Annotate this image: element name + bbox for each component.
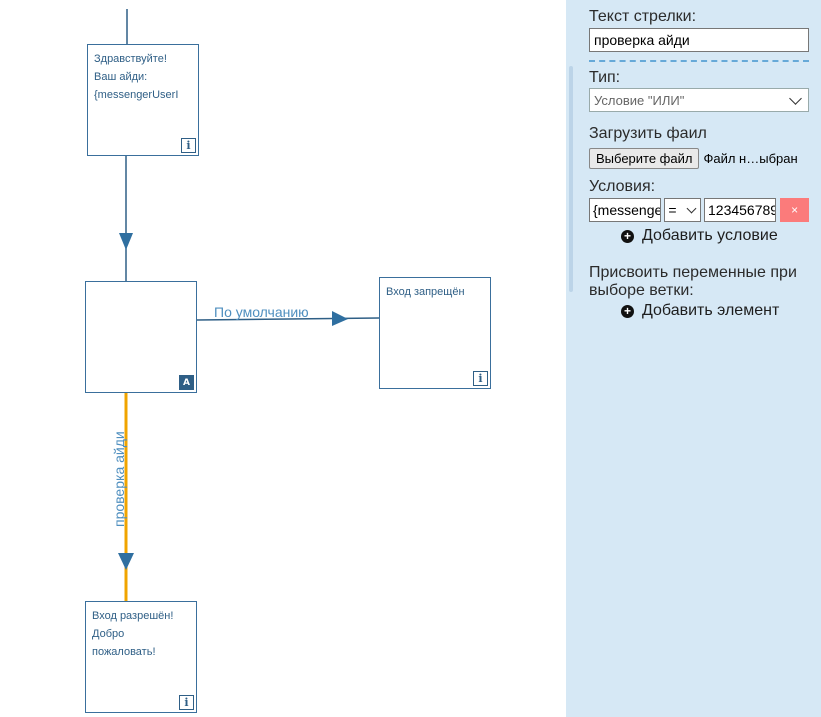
node-allowed[interactable]: Вход разрешён! Добро пожаловать! i xyxy=(85,601,197,713)
conditions-label: Условия: xyxy=(589,178,656,195)
condition-icon[interactable]: A xyxy=(179,375,194,390)
flow-canvas[interactable]: По умолчанию проверка айди Здравствуйте!… xyxy=(0,0,566,717)
plus-circle-icon: + xyxy=(621,229,634,243)
arrow-head-icon xyxy=(118,553,134,570)
type-select-value: Условие "ИЛИ" xyxy=(594,92,685,108)
choose-file-button[interactable]: Выберите файл xyxy=(589,148,700,169)
panel-divider xyxy=(589,60,809,62)
node-condition[interactable]: A xyxy=(85,281,197,393)
node-greeting[interactable]: Здравствуйте! Ваш айди: {messengerUserI … xyxy=(87,44,199,156)
info-icon[interactable]: i xyxy=(473,371,488,386)
condition-operator-value: = xyxy=(668,202,677,218)
type-select[interactable]: Условие "ИЛИ" xyxy=(589,88,809,112)
condition-value-input[interactable]: 123456789 xyxy=(704,198,777,222)
panel-scrollbar[interactable] xyxy=(569,66,573,292)
node-greeting-text: Здравствуйте! Ваш айди: {messengerUserI xyxy=(94,53,179,101)
chevron-down-icon xyxy=(686,203,697,214)
add-condition-button[interactable]: + Добавить условие xyxy=(621,227,809,245)
arrow-head-icon xyxy=(119,233,133,250)
node-denied[interactable]: Вход запрещён i xyxy=(379,277,491,389)
arrow-text-input[interactable]: проверка айди xyxy=(589,28,809,52)
node-allowed-text: Вход разрешён! Добро пожаловать! xyxy=(92,610,174,658)
type-label: Тип: xyxy=(589,69,621,86)
edge-check-id-label[interactable]: проверка айди xyxy=(111,431,127,527)
upload-label: Загрузить фаил xyxy=(589,125,707,142)
add-condition-label: Добавить условие xyxy=(642,227,778,244)
arrow-text-label: Текст стрелки: xyxy=(589,8,697,25)
flow-edges: По умолчанию проверка айди xyxy=(111,9,380,601)
info-icon[interactable]: i xyxy=(181,138,196,153)
arrow-head-icon xyxy=(332,311,348,326)
info-icon[interactable]: i xyxy=(179,695,194,710)
chevron-down-icon xyxy=(789,91,802,105)
remove-condition-button[interactable]: × xyxy=(780,198,809,222)
condition-row: {messenge = 123456789 × xyxy=(589,198,809,222)
edge-default-label[interactable]: По умолчанию xyxy=(214,304,309,320)
plus-circle-icon: + xyxy=(621,304,634,318)
file-status: Файл н…ыбран xyxy=(703,151,798,166)
condition-operator-select[interactable]: = xyxy=(664,198,701,222)
edge-default[interactable] xyxy=(196,317,380,321)
assign-variables-label: Присвоить переменные при выборе ветки: xyxy=(589,264,797,299)
add-element-button[interactable]: + Добавить элемент xyxy=(621,302,809,320)
add-element-label: Добавить элемент xyxy=(642,302,780,319)
condition-variable-input[interactable]: {messenge xyxy=(589,198,662,222)
properties-panel: Текст стрелки: проверка айди Тип: Услови… xyxy=(566,0,821,717)
node-denied-text: Вход запрещён xyxy=(386,286,465,298)
